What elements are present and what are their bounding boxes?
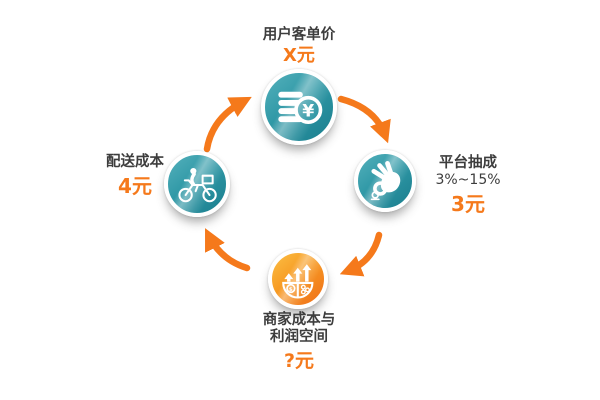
label-delivery-cost-value: 4元 xyxy=(118,174,152,198)
label-merchant-profit: 商家成本与 利润空间 ?元 xyxy=(218,312,380,373)
arrow-bottom-to-left xyxy=(205,228,251,272)
node-merchant-profit: $ xyxy=(268,249,328,309)
coins-yuan-icon: ¥ xyxy=(278,91,323,124)
label-delivery-cost: 配送成本 4元 xyxy=(92,154,178,199)
label-platform-commission-rate: 3%~15% xyxy=(435,172,501,188)
label-platform-commission: 平台抽成 3%~15% 3元 xyxy=(420,155,516,217)
label-merchant-profit-text1: 商家成本与 xyxy=(262,312,336,328)
label-merchant-profit-text2: 利润空间 xyxy=(270,329,328,345)
node-delivery-cost xyxy=(164,151,230,217)
svg-text:¥: ¥ xyxy=(302,101,314,121)
label-delivery-cost-text: 配送成本 xyxy=(106,154,164,170)
svg-text:$: $ xyxy=(289,287,293,293)
label-user-price: 用户客单价 X元 xyxy=(218,27,380,67)
arrow-left-to-top xyxy=(203,96,252,153)
node-user-price: ¥ xyxy=(261,69,337,145)
arrow-right-to-bottom xyxy=(339,231,383,277)
hand-coin-icon xyxy=(371,161,401,201)
profit-growth-icon: $ xyxy=(282,264,314,299)
delivery-bike-icon xyxy=(178,167,217,203)
label-platform-commission-value: 3元 xyxy=(451,192,485,216)
label-user-price-value: X元 xyxy=(283,45,315,66)
arrow-top-to-right xyxy=(337,95,391,144)
label-platform-commission-text: 平台抽成 xyxy=(439,155,497,171)
node-platform-commission xyxy=(354,150,416,212)
label-user-price-text: 用户客单价 xyxy=(262,27,336,43)
label-merchant-profit-value: ?元 xyxy=(283,350,315,372)
